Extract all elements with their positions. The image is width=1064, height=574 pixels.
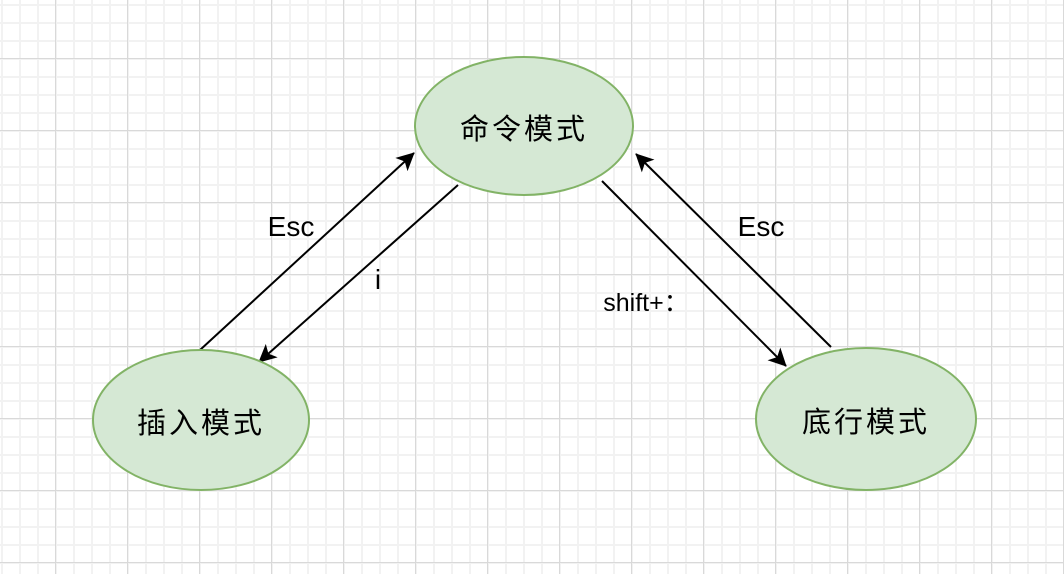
node-command-ellipse[interactable] <box>414 56 634 196</box>
edge-command-to-insert[interactable] <box>258 184 459 363</box>
node-insert-ellipse[interactable] <box>92 349 310 491</box>
node-command-label: 命令模式 <box>459 114 589 146</box>
node-insert-label: 插入模式 <box>136 408 266 440</box>
edge-command-to-lastline[interactable] <box>601 180 787 367</box>
edge-lastline-to-command[interactable] <box>635 153 832 348</box>
node-lastline-ellipse[interactable] <box>755 347 977 491</box>
edge-label-esc-right: Esc <box>737 211 785 242</box>
edge-label-shift-colon: shift+： <box>603 289 689 317</box>
edge-label-esc-left: Esc <box>267 211 315 242</box>
edge-insert-to-command[interactable] <box>199 152 415 351</box>
edge-label-i: i <box>374 264 382 295</box>
node-lastline-label: 底行模式 <box>801 407 931 439</box>
